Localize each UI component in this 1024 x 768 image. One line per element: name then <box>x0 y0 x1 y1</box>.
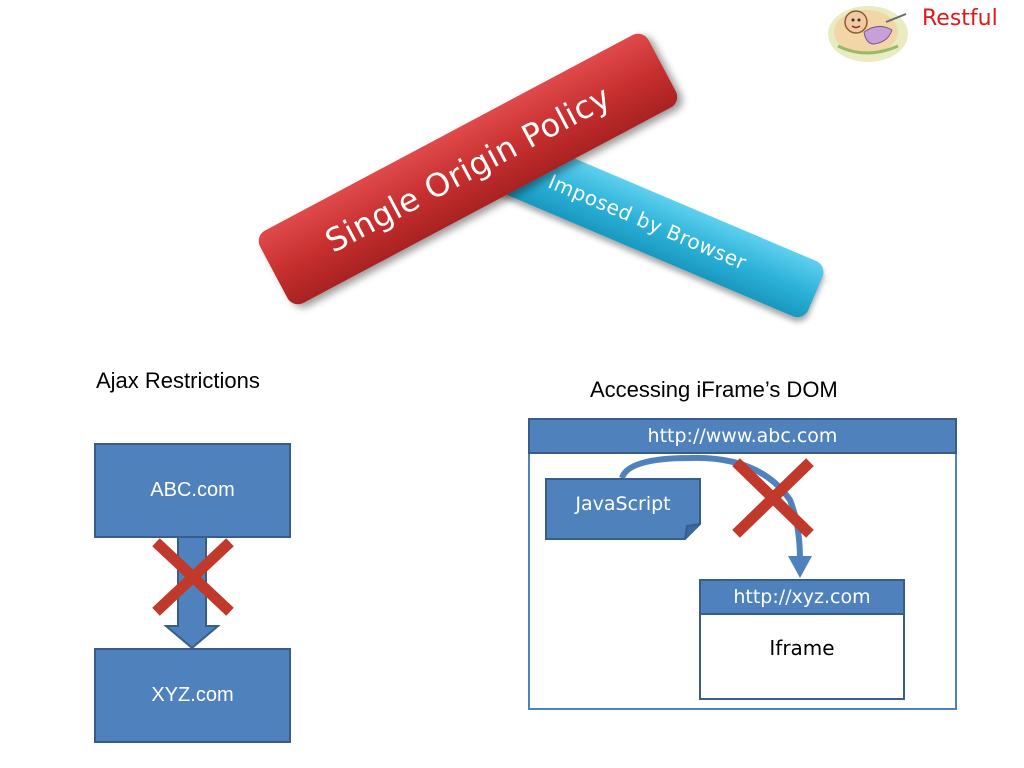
abc-box: ABC.com <box>94 443 291 538</box>
outer-url: http://www.abc.com <box>647 425 838 447</box>
javascript-label: JavaScript <box>575 493 671 515</box>
iframe-heading: Accessing iFrame’s DOM <box>590 377 838 402</box>
ajax-heading: Ajax Restrictions <box>96 368 260 393</box>
abc-label: ABC.com <box>150 479 235 501</box>
title-ribbon: Single Origin Policy <box>254 29 682 309</box>
subtitle-text: Imposed by Browser <box>544 169 751 275</box>
down-arrow-icon <box>163 535 221 650</box>
javascript-box: JavaScript <box>545 478 701 540</box>
red-x-icon <box>152 538 234 616</box>
iframe-label: Iframe <box>769 636 835 660</box>
xyz-label: XYZ.com <box>151 684 234 706</box>
outer-url-bar: http://www.abc.com <box>528 418 957 454</box>
iframe-url: http://xyz.com <box>733 586 871 608</box>
iframe-url-bar: http://xyz.com <box>699 579 905 615</box>
brand-name: Restful <box>922 6 998 31</box>
logo-cartoon-icon <box>826 2 916 64</box>
xyz-box: XYZ.com <box>94 648 291 743</box>
